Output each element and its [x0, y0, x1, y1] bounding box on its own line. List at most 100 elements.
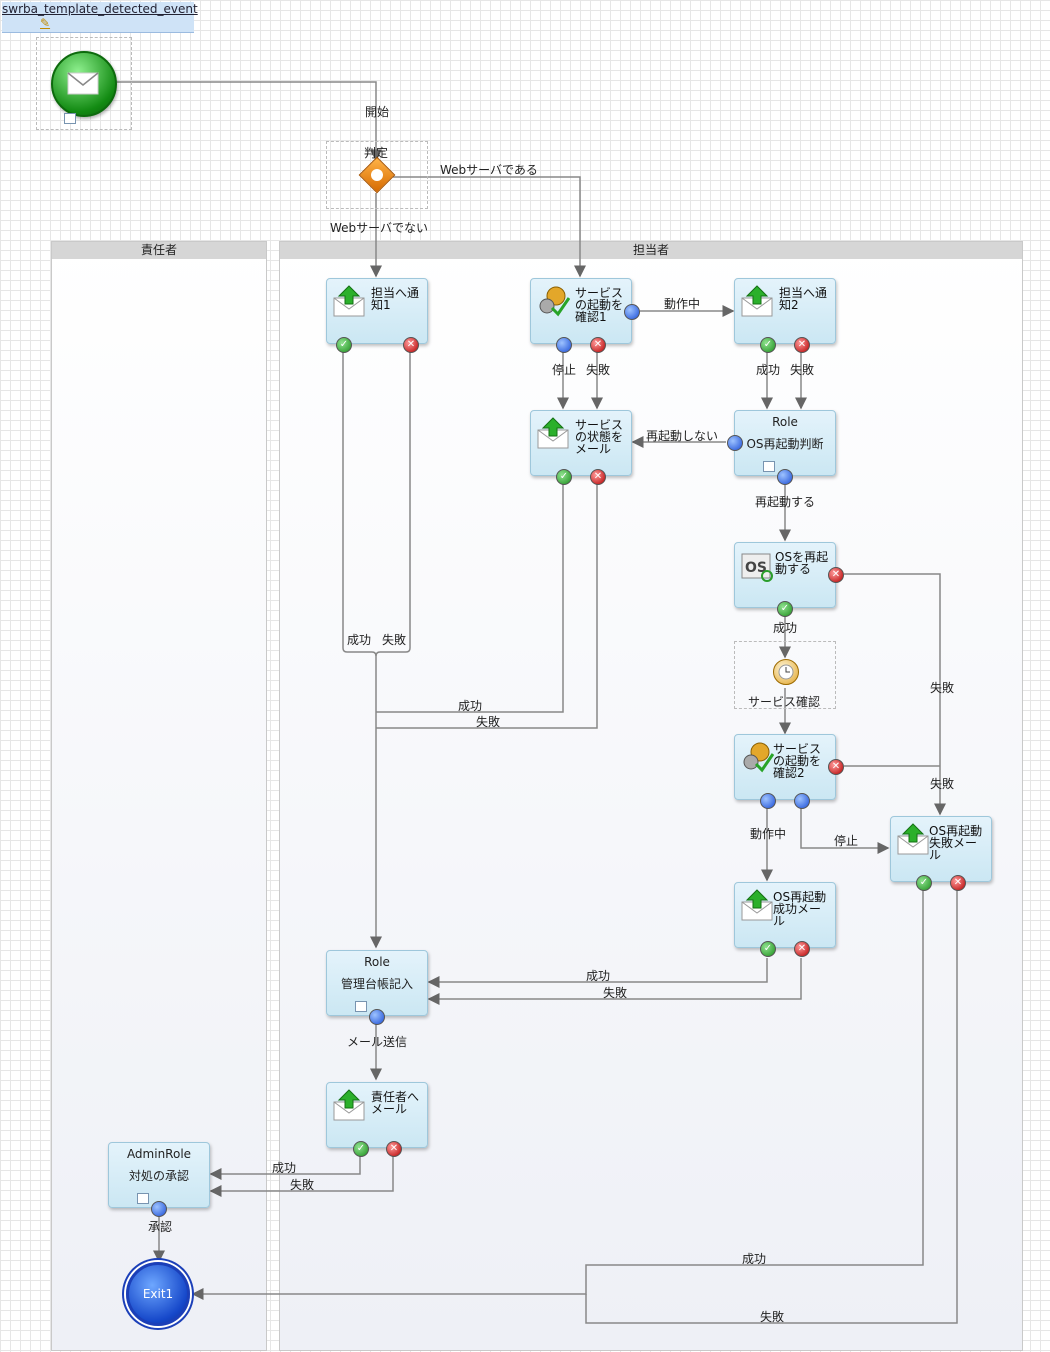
properties-icon[interactable]: [355, 1001, 367, 1012]
process-title-tab[interactable]: swrba_template_detected_event ✎: [2, 2, 198, 33]
notify1-success-port[interactable]: ✓: [336, 337, 352, 353]
edge-bossmail-ok: [209, 1156, 361, 1180]
os-restart-failure-port[interactable]: ✕: [828, 567, 844, 583]
exit-event[interactable]: Exit1: [126, 1262, 190, 1326]
edge-web-yes: [393, 176, 586, 278]
send-mail-icon: [333, 285, 365, 317]
os-ok-mail-failure-port[interactable]: ✕: [794, 941, 810, 957]
edge-failmail-fail: [585, 890, 958, 1324]
start-properties-icon[interactable]: [64, 113, 76, 124]
os-fail-mail-failure-port[interactable]: ✕: [950, 875, 966, 891]
edge-label-success-2: 成功: [756, 363, 781, 377]
lane-staff: 担当者: [279, 241, 1023, 1351]
edge-os-fail: [844, 573, 946, 816]
state-mail-success-port[interactable]: ✓: [556, 469, 572, 485]
check1-running-port[interactable]: [624, 304, 640, 320]
edge-label-failure-2: 失敗: [790, 363, 815, 377]
role-os-no-restart-port[interactable]: [727, 435, 743, 451]
admin-role-approve-port[interactable]: [151, 1201, 167, 1217]
timer-label: サービス確認: [748, 695, 821, 709]
os-restart-icon: OS: [741, 553, 773, 582]
edge-okmail-ok: [427, 958, 768, 988]
notify2-failure-port[interactable]: ✕: [794, 337, 810, 353]
send-mail-icon: [537, 417, 569, 449]
check2-failure-port[interactable]: ✕: [828, 759, 844, 775]
notify1-failure-port[interactable]: ✕: [403, 337, 419, 353]
edge-check2-stopped: [800, 808, 890, 854]
timer-event[interactable]: [773, 659, 799, 685]
os-fail-mail-success-port[interactable]: ✓: [916, 875, 932, 891]
os-restart-success-port[interactable]: ✓: [777, 601, 793, 617]
admin-role-sub: 対処の承認: [128, 1169, 189, 1183]
send-mail-icon: [741, 889, 773, 921]
edge-start-to-decision: [113, 81, 382, 162]
gear-check-icon: [539, 286, 570, 317]
start-event[interactable]: [51, 51, 117, 117]
edge-label-failure-final: 失敗: [760, 1310, 785, 1324]
edge-label-failure-1: 失敗: [586, 363, 611, 377]
send-mail-icon: [897, 823, 929, 855]
check2-stopped-port[interactable]: [794, 793, 810, 809]
edge-bossmail-fail: [209, 1156, 394, 1197]
edge-label-success-statemail: 成功: [458, 699, 483, 713]
edge-label-failure-os: 失敗: [930, 681, 955, 695]
role-os-node[interactable]: Role OS再起動判断: [727, 410, 836, 485]
send-mail-icon: [741, 285, 773, 317]
lane-responsible: 責任者: [51, 241, 267, 1351]
edge-label-send-mail: メール送信: [347, 1035, 408, 1049]
check2-running-port[interactable]: [760, 793, 776, 809]
boss-mail-node[interactable]: 責任者へメール ✓ ✕: [326, 1082, 428, 1157]
os-restart-node[interactable]: OS OSを再起動する ✕ ✓: [734, 542, 844, 617]
edge-label-failure-notify1: 失敗: [382, 633, 407, 647]
edge-label-restart: 再起動する: [755, 495, 816, 509]
boss-mail-success-port[interactable]: ✓: [353, 1141, 369, 1157]
os-restart-label: OSを再起動する: [775, 550, 829, 576]
edge-label-web-yes: Webサーバである: [440, 163, 538, 177]
properties-icon[interactable]: [137, 1193, 149, 1204]
process-title: swrba_template_detected_event: [2, 2, 198, 16]
properties-icon[interactable]: [763, 461, 775, 472]
star-icon: [371, 169, 383, 181]
send-mail-icon: [333, 1089, 365, 1121]
os-fail-mail-label: OS再起動失敗メール: [929, 824, 983, 862]
state-mail-failure-port[interactable]: ✕: [590, 469, 606, 485]
os-ok-mail-label: OS再起動成功メール: [773, 890, 827, 928]
notify2-node[interactable]: 担当へ通知2 ✓ ✕: [734, 278, 836, 353]
admin-role-node[interactable]: AdminRole 対処の承認: [108, 1142, 210, 1217]
role-ledger-title: Role: [364, 955, 390, 969]
role-os-title: Role: [772, 415, 798, 429]
edge-statemail-ok: [376, 484, 564, 713]
notify2-success-port[interactable]: ✓: [760, 337, 776, 353]
notify1-node[interactable]: 担当へ通知1 ✓ ✕: [326, 278, 428, 353]
boss-mail-label: 責任者へメール: [371, 1090, 420, 1116]
start-edge-label: 開始: [365, 105, 390, 119]
exit-label: Exit1: [142, 1287, 174, 1301]
notify1-label: 担当へ通知1: [371, 286, 420, 312]
edge-label-success-os: 成功: [773, 621, 798, 635]
state-mail-node[interactable]: サービスの状態をメール ✓ ✕: [530, 410, 632, 485]
boss-mail-failure-port[interactable]: ✕: [386, 1141, 402, 1157]
role-ledger-node[interactable]: Role 管理台帳記入: [326, 950, 428, 1025]
edge-label-no-restart: 再起動しない: [646, 429, 719, 443]
os-ok-mail-success-port[interactable]: ✓: [760, 941, 776, 957]
role-ledger-send-port[interactable]: [369, 1009, 385, 1025]
pin-icon: ✎: [40, 16, 51, 30]
lane-responsible-header: 責任者: [52, 242, 266, 259]
state-mail-label: サービスの状態をメール: [575, 418, 624, 456]
role-ledger-sub: 管理台帳記入: [340, 977, 413, 991]
envelope-icon: [67, 72, 99, 95]
check2-node[interactable]: サービスの起動を確認2 ✕: [734, 734, 844, 809]
edge-label-stopped-2: 停止: [834, 834, 859, 848]
check1-stopped-port[interactable]: [556, 337, 572, 353]
check1-failure-port[interactable]: ✕: [590, 337, 606, 353]
gear-check-icon: [743, 742, 774, 773]
decision-label: 判定: [364, 146, 389, 160]
svg-text:OS: OS: [745, 560, 767, 576]
edge-label-success-notify1: 成功: [347, 633, 372, 647]
check1-node[interactable]: サービスの起動を確認1 ✕: [530, 278, 640, 353]
os-fail-mail-node[interactable]: OS再起動失敗メール ✓ ✕: [890, 816, 992, 891]
role-os-restart-port[interactable]: [777, 469, 793, 485]
decision-frame: [326, 141, 428, 209]
os-ok-mail-node[interactable]: OS再起動成功メール ✓ ✕: [734, 882, 836, 957]
